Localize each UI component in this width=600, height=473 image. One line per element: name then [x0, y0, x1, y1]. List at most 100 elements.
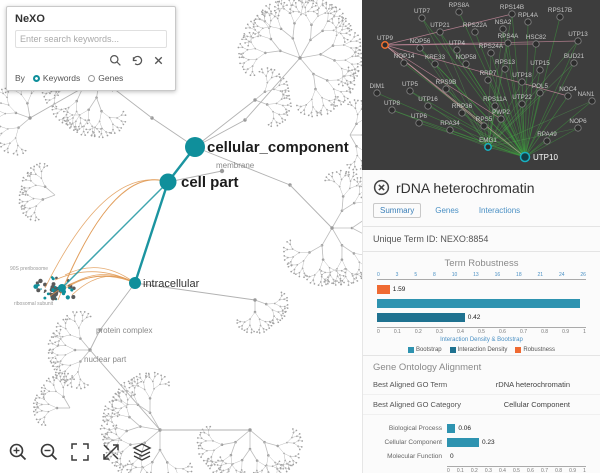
search-by-label: By [15, 73, 25, 83]
go-row-label: Best Aligned GO Category [373, 400, 461, 409]
gene-node[interactable] [518, 100, 526, 108]
gene-node[interactable] [574, 124, 582, 132]
gene-node[interactable] [501, 65, 509, 73]
gene-node[interactable] [480, 122, 488, 130]
legend-swatch [449, 347, 456, 353]
robustness-bar [377, 285, 390, 294]
gene-label: BUD21 [564, 53, 585, 60]
tree-term-node[interactable] [159, 173, 177, 191]
gene-label: RRP7 [480, 70, 497, 77]
radio-genes[interactable]: Genes [88, 73, 123, 83]
radio-keywords[interactable]: Keywords [32, 73, 80, 83]
tab-genes[interactable]: Genes [435, 206, 459, 215]
gene-node[interactable] [373, 89, 381, 97]
gene-node[interactable] [458, 109, 466, 117]
bar-row-interaction-density: 0.42 [377, 313, 586, 322]
gene-node[interactable] [462, 60, 470, 68]
gene-node[interactable] [418, 14, 426, 22]
gene-node[interactable] [570, 59, 578, 67]
expand-tree-button[interactable] [101, 442, 121, 462]
gene-node[interactable] [471, 28, 479, 36]
fit-view-button[interactable] [70, 442, 90, 462]
gene-node[interactable] [491, 102, 499, 110]
legend-label: Interaction Density [457, 347, 508, 353]
gene-node[interactable] [556, 13, 564, 21]
zoom-out-button[interactable] [39, 442, 59, 462]
gene-node[interactable] [415, 119, 423, 127]
gene-node[interactable] [442, 85, 450, 93]
gene-node[interactable] [388, 106, 396, 114]
gene-label: UTP9 [377, 35, 394, 42]
gene-node[interactable] [564, 92, 572, 100]
gene-node[interactable] [532, 40, 540, 48]
details-tabs: Summary Genes Interactions [363, 201, 600, 224]
unique-term-id: Unique Term ID: NEXO:8854 [373, 234, 489, 244]
gene-node[interactable] [487, 49, 495, 57]
radio-label: Genes [98, 73, 124, 83]
gene-node[interactable] [519, 151, 531, 163]
fit-view-icon [71, 443, 89, 461]
gene-label: RPS17B [548, 7, 572, 14]
gene-node[interactable] [453, 46, 461, 54]
gene-node[interactable] [574, 37, 582, 45]
zoom-in-button[interactable] [8, 442, 28, 462]
gene-node[interactable] [381, 41, 389, 49]
gene-node[interactable] [436, 28, 444, 36]
close-search-button[interactable] [150, 54, 167, 67]
gene-label: UTP4 [449, 40, 466, 47]
gene-node[interactable] [536, 66, 544, 74]
gene-node[interactable] [536, 89, 544, 97]
gene-node[interactable] [406, 87, 414, 95]
gene-node[interactable] [455, 8, 463, 16]
axis-tick: 0.3 [435, 329, 443, 335]
interaction-density-bar [377, 313, 465, 322]
gene-label: NOP56 [410, 38, 431, 45]
axis-tick: 0.5 [477, 329, 485, 335]
gene-node[interactable] [508, 10, 516, 18]
search-button[interactable] [107, 54, 124, 67]
tab-summary[interactable]: Summary [373, 203, 422, 218]
term-close-button[interactable] [373, 179, 390, 196]
expand-arrows-icon [103, 444, 119, 460]
gene-node[interactable] [400, 59, 408, 67]
gene-node[interactable] [524, 18, 532, 26]
reset-view-button[interactable] [129, 54, 146, 67]
gene-label: DIM1 [369, 83, 385, 90]
gene-node[interactable] [416, 44, 424, 52]
gene-node[interactable] [431, 60, 439, 68]
gene-node[interactable] [504, 39, 512, 47]
tree-term-node[interactable] [58, 284, 66, 292]
gene-node[interactable] [484, 143, 492, 151]
gene-label: RPL4A [518, 12, 539, 19]
axis-tick: 1 [583, 329, 586, 335]
gene-node[interactable] [484, 76, 492, 84]
gene-node[interactable] [588, 97, 596, 105]
gene-node[interactable] [446, 126, 454, 134]
gene-node[interactable] [497, 115, 505, 123]
axis-tick: 0.7 [520, 329, 527, 335]
tree-label: cell part [181, 174, 239, 191]
tree-term-node[interactable] [129, 277, 141, 289]
search-input[interactable] [15, 30, 167, 48]
gene-label: UTP13 [568, 31, 588, 38]
bar-row-robustness: 1.59 [377, 285, 586, 294]
axis-tick: 21 [537, 272, 544, 278]
axis-tick: 26 [580, 272, 586, 278]
gene-node[interactable] [518, 78, 526, 86]
layers-button[interactable] [132, 442, 152, 462]
gene-label: NOC4 [559, 86, 577, 93]
section-go-alignment: Gene Ontology Alignment [373, 362, 482, 373]
tab-interactions[interactable]: Interactions [478, 206, 521, 215]
tree-term-node[interactable] [185, 137, 205, 157]
axis-line [377, 327, 586, 328]
tree-label: ribosomal subunit [14, 301, 54, 307]
section-term-robustness: Term Robustness [444, 258, 519, 269]
gene-node[interactable] [543, 137, 551, 145]
gene-label: RPS9B [436, 79, 457, 86]
axis-tick: 24 [558, 272, 565, 278]
gene-node[interactable] [424, 102, 432, 110]
gene-node[interactable] [499, 25, 507, 33]
